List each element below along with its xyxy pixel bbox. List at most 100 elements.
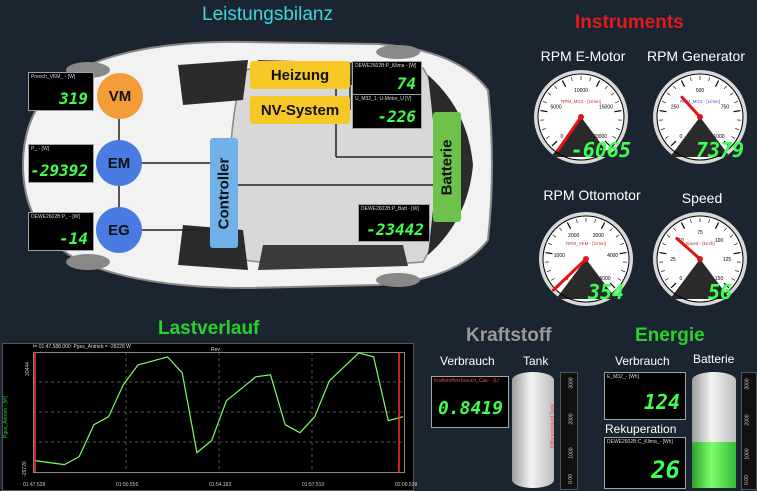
- controller-label: Controller: [216, 157, 233, 229]
- battery-cylinder: [692, 372, 736, 488]
- instruments-title: Instruments: [575, 12, 684, 34]
- gauge-tick-label: 75: [697, 230, 703, 236]
- gauge-tick-label: 3000: [593, 233, 604, 239]
- kraftstoff-verbrauch-label: Verbrauch: [440, 354, 495, 368]
- gauge-tick-label: 15000: [599, 105, 613, 111]
- tank-tick: 1000: [569, 447, 575, 458]
- battery-tick: 1000: [745, 448, 751, 459]
- em-node: EM: [96, 140, 142, 186]
- kraftstoff-display-label: Kraftstoffverbrauch_Calc - [L/: [434, 378, 506, 384]
- heizung-power-display: DEWE2602B:P_Klima - [W] 74: [352, 61, 422, 96]
- battery-scale: 3000 2000 1000 0.00: [741, 372, 757, 490]
- tank-tick: 3000: [569, 377, 575, 388]
- em-display-value: -29392: [30, 161, 88, 180]
- gauge-title-e-motor: RPM E-Motor: [528, 48, 638, 64]
- em-display-label: P_ - [W]: [31, 146, 91, 152]
- gauge-hub: [697, 256, 703, 262]
- gauge-hub: [583, 256, 589, 262]
- nv-display-value: -226: [377, 107, 416, 126]
- lastverlauf-title: Lastverlauf: [158, 318, 259, 340]
- energie-rekuperation-label: Rekuperation: [605, 422, 676, 436]
- gauge-tick-label: 0: [680, 134, 683, 140]
- gauge-tick-label: 500: [696, 88, 705, 94]
- gauge-channel-label: RPM_MG2 - [1/min]: [561, 99, 601, 104]
- gauge-title-speed: Speed: [668, 190, 736, 206]
- gauge-tick-label: 750: [721, 105, 730, 111]
- tank-scale-ticks: 3000 2000 1000 0.00: [566, 372, 578, 488]
- eg-display-label: DEWE2602B:P_ - [W]: [31, 214, 91, 220]
- eg-power-display: DEWE2602B:P_ - [W] -14: [28, 212, 94, 251]
- gauge-title-ottomotor: RPM Ottomotor: [530, 187, 654, 203]
- gauge-tick-label: 1000: [554, 253, 565, 259]
- batterie-box: Batterie: [433, 112, 461, 222]
- chart-ytop: 30444: [25, 362, 31, 376]
- gauge-channel-label: Speed - [km/h]: [685, 241, 714, 246]
- gauge-value: 7379: [696, 138, 744, 162]
- chart-xtick-label: 01:57.510: [302, 482, 324, 488]
- energie-title: Energie: [635, 325, 705, 347]
- chart-xtick-label: 01:47.528: [23, 482, 45, 488]
- gauge-tick-label: 5000: [550, 105, 561, 111]
- gauge-tick-label: 4000: [607, 253, 618, 259]
- chart-xtick-label: 01:50.555: [116, 482, 138, 488]
- energie-d1-label: E_M32_- [Wh]: [607, 374, 683, 380]
- em-power-display: P_ - [W] -29392: [28, 144, 94, 183]
- energie-verbrauch-display: E_M32_- [Wh] 124: [604, 372, 686, 420]
- battery-tick: 3000: [745, 378, 751, 389]
- tank-tick: 0.00: [568, 474, 574, 484]
- gauge-tick-label: 0: [680, 276, 683, 282]
- gauge-value: 56: [708, 280, 732, 304]
- heizung-display-value: 74: [397, 74, 416, 93]
- chart-header: t= 01:47.588.000: Pges_Antrieb = -28228 …: [33, 344, 131, 350]
- controller-box: Controller: [210, 138, 238, 248]
- energie-rekuperation-display: DEWE2602B:C_Klima_- [Wh] 26: [604, 437, 686, 489]
- gauge-tick-label: 10000: [574, 88, 588, 94]
- lastverlauf-chart: t= 01:47.588.000: Pges_Antrieb = -28228 …: [2, 343, 414, 491]
- gauge-tick-label: 125: [723, 257, 732, 263]
- nv-display-label: U_M32_1: U-Motor_U [V]: [355, 96, 419, 102]
- kraftstoff-tank-label: Tank: [523, 354, 548, 368]
- eg-display-value: -14: [59, 229, 88, 248]
- kraftstoff-display-value: 0.8419: [438, 398, 503, 419]
- energie-d2-label: DEWE2602B:C_Klima_- [Wh]: [607, 439, 683, 445]
- chart-xtick-label: 02:00.538: [395, 482, 417, 488]
- gauge-hub: [578, 114, 584, 120]
- battery-fill: [692, 442, 736, 488]
- gauge-tick-label: 25: [670, 257, 676, 263]
- gauge-tick-label: 0: [561, 134, 564, 140]
- chart-ylabel: Pges_Antrieb - [W]: [3, 396, 9, 438]
- batt-display-label: DEWE2602B:P_Batt - [W]: [361, 206, 427, 212]
- heizung-display-label: DEWE2602B:P_Klima - [W]: [355, 63, 419, 69]
- tank-bar-label: Differenzstand Tank: [550, 404, 556, 448]
- gauge-channel-label: RPM_VKM - [1/min]: [566, 241, 606, 246]
- gauge-value: -6065: [571, 138, 631, 162]
- gauge-tick-label: 100: [715, 238, 724, 244]
- tank-cylinder: [512, 372, 554, 488]
- vm-node: VM: [97, 73, 143, 119]
- vm-power-display: Preoch_VKM_ - [W] 319: [28, 72, 94, 111]
- chart-ybottom: -29726: [22, 461, 28, 477]
- gauge-tick-label: 2000: [568, 233, 579, 239]
- kraftstoff-verbrauch-display: Kraftstoffverbrauch_Calc - [L/ 0.8419: [431, 376, 509, 428]
- eg-node: EG: [96, 207, 142, 253]
- vm-display-value: 319: [59, 89, 88, 108]
- nv-system-box: NV-System: [250, 96, 350, 124]
- nv-system-display: U_M32_1: U-Motor_U [V] -226: [352, 94, 422, 129]
- gauge-hub: [697, 114, 703, 120]
- energie-verbrauch-label: Verbrauch: [615, 354, 670, 368]
- energie-batterie-label: Batterie: [693, 352, 734, 366]
- heizung-box: Heizung: [250, 61, 350, 89]
- vm-display-label: Preoch_VKM_ - [W]: [31, 74, 91, 80]
- batterie-power-display: DEWE2602B:P_Batt - [W] -23442: [358, 204, 430, 242]
- kraftstoff-title: Kraftstoff: [466, 325, 552, 347]
- battery-tick: 2000: [745, 414, 751, 425]
- gauge-title-generator: RPM Generator: [638, 48, 754, 64]
- energie-d1-value: 124: [644, 390, 680, 414]
- gauge-value: 354: [587, 280, 624, 304]
- battery-tick: 0.00: [744, 475, 750, 485]
- gauge-3: 2550751001251500Speed - [km/h]56: [651, 210, 749, 308]
- batt-display-value: -23442: [366, 220, 424, 239]
- chart-plot: [33, 352, 405, 484]
